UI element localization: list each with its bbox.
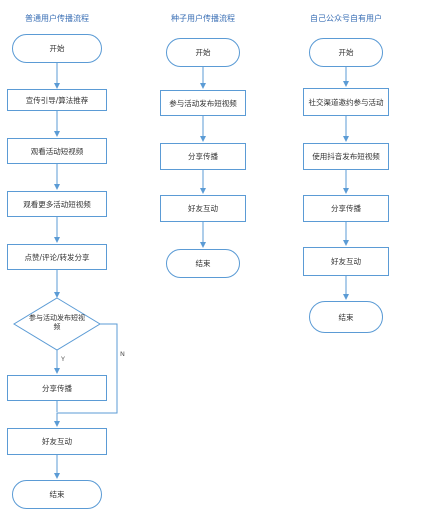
step-share-spread-regular: 分享传播 bbox=[7, 375, 107, 401]
column-title-own-account-users: 自己公众号自有用户 bbox=[310, 14, 382, 23]
step-friend-interaction-own: 好友互动 bbox=[303, 247, 389, 276]
step-share-spread-own: 分享传播 bbox=[303, 195, 389, 222]
decision-join-activity: 参与活动发布短视频 bbox=[29, 314, 85, 331]
step-post-on-douyin: 使用抖音发布短视频 bbox=[303, 143, 389, 170]
step-join-activity-post-seed: 参与活动发布短视频 bbox=[160, 90, 246, 116]
column-title-seed-users: 种子用户传播流程 bbox=[171, 14, 235, 23]
end-node-regular: 结束 bbox=[12, 480, 102, 509]
step-watch-activity-video: 观看活动短视频 bbox=[7, 138, 107, 164]
step-friend-interaction-regular: 好友互动 bbox=[7, 428, 107, 455]
start-node-own: 开始 bbox=[309, 38, 383, 67]
branch-label-yes: Y bbox=[61, 355, 65, 363]
arrow-c1-no bbox=[54, 323, 118, 427]
step-like-comment-share: 点赞/评论/转发分享 bbox=[7, 244, 107, 270]
end-node-seed: 结束 bbox=[166, 249, 240, 278]
column-title-regular-users: 普通用户传播流程 bbox=[25, 14, 89, 23]
step-social-invite: 社交渠道邀约参与活动 bbox=[303, 88, 389, 116]
step-friend-interaction-seed: 好友互动 bbox=[160, 195, 246, 222]
branch-label-no: N bbox=[120, 350, 125, 358]
start-node-regular: 开始 bbox=[12, 34, 102, 63]
step-watch-more-videos: 观看更多活动短视频 bbox=[7, 191, 107, 217]
end-node-own: 结束 bbox=[309, 301, 383, 333]
step-share-spread-seed: 分享传播 bbox=[160, 143, 246, 170]
start-node-seed: 开始 bbox=[166, 38, 240, 67]
step-promotion-recommendation: 宣传引导/算法推荐 bbox=[7, 89, 107, 111]
